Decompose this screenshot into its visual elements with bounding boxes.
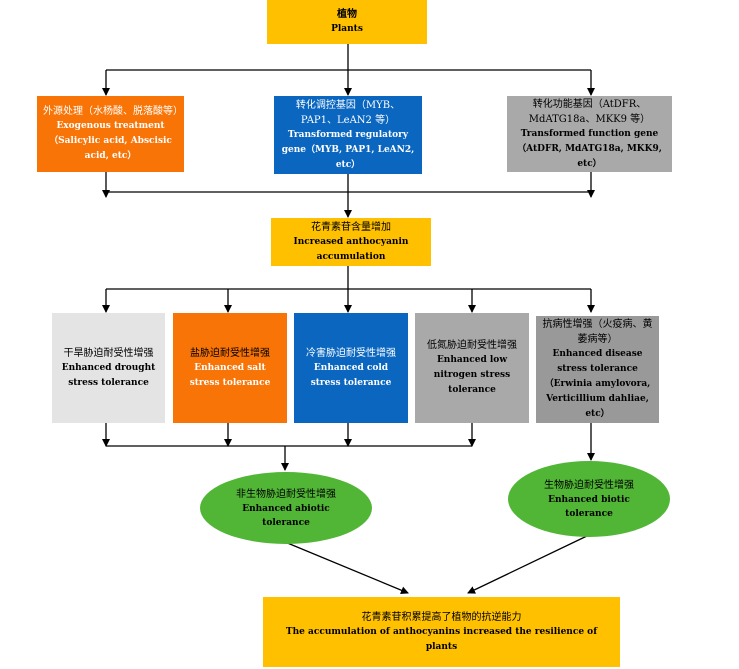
cold-en: Enhanced cold stress tolerance bbox=[310, 362, 392, 388]
final-en: The accumulation of anthocyanins increas… bbox=[285, 626, 598, 652]
cold-tolerance-box: 冷害胁迫耐受性增强 Enhanced cold stress tolerance bbox=[294, 313, 408, 423]
exogenous-zh: 外源处理（水杨酸、脱落酸等） bbox=[43, 106, 183, 117]
disease-en: Enhanced disease stress tolerance（Erwini… bbox=[544, 349, 651, 419]
anthocyanin-box: 花青素苷含量增加 Increased anthocyanin accumulat… bbox=[271, 218, 431, 266]
function-en: Transformed function gene（AtDFR, MdATG18… bbox=[517, 128, 662, 169]
low-nitrogen-tolerance-box: 低氮胁迫耐受性增强 Enhanced low nitrogen stress t… bbox=[415, 313, 529, 423]
final-zh: 花青素苷积累提高了植物的抗逆能力 bbox=[361, 611, 522, 623]
biotic-tolerance-ellipse: 生物胁迫耐受性增强 Enhanced biotic tolerance bbox=[508, 461, 670, 537]
function-gene-box: 转化功能基因（AtDFR、MdATG18a、MKK9 等） Transforme… bbox=[507, 96, 672, 172]
anthocyanin-zh: 花青素苷含量增加 bbox=[311, 221, 391, 233]
exogenous-en: Exogenous treatment（Salicylic acid, Absc… bbox=[49, 121, 172, 161]
final-resilience-box: 花青素苷积累提高了植物的抗逆能力 The accumulation of ant… bbox=[263, 597, 620, 667]
abiotic-en: Enhanced abiotic tolerance bbox=[242, 503, 330, 528]
exogenous-treatment-box: 外源处理（水杨酸、脱落酸等） Exogenous treatment（Salic… bbox=[37, 96, 184, 172]
salt-tolerance-box: 盐胁迫耐受性增强 Enhanced salt stress tolerance bbox=[173, 313, 287, 423]
biotic-zh: 生物胁迫耐受性增强 bbox=[544, 479, 634, 491]
regulatory-zh: 转化调控基因（MYB、PAP1、LeAN2 等） bbox=[295, 99, 401, 126]
plants-en: Plants bbox=[331, 24, 363, 34]
drought-en: Enhanced drought stress tolerance bbox=[61, 362, 156, 388]
regulatory-en: Transformed regulatory gene（MYB, PAP1, L… bbox=[281, 129, 415, 170]
abiotic-zh: 非生物胁迫耐受性增强 bbox=[236, 488, 336, 500]
plants-zh: 植物 bbox=[337, 9, 357, 20]
disease-tolerance-box: 抗病性增强（火疫病、黄萎病等） Enhanced disease stress … bbox=[536, 316, 659, 423]
drought-tolerance-box: 干旱胁迫耐受性增强 Enhanced drought stress tolera… bbox=[52, 313, 165, 423]
nitrogen-zh: 低氮胁迫耐受性增强 bbox=[427, 340, 517, 351]
disease-zh: 抗病性增强（火疫病、黄萎病等） bbox=[542, 319, 653, 345]
drought-zh: 干旱胁迫耐受性增强 bbox=[63, 347, 154, 359]
abiotic-tolerance-ellipse: 非生物胁迫耐受性增强 Enhanced abiotic tolerance bbox=[200, 472, 372, 544]
salt-en: Enhanced salt stress tolerance bbox=[189, 362, 271, 388]
biotic-en: Enhanced biotic tolerance bbox=[548, 494, 630, 519]
plants-box: 植物 Plants bbox=[267, 0, 427, 44]
cold-zh: 冷害胁迫耐受性增强 bbox=[306, 347, 396, 359]
regulatory-gene-box: 转化调控基因（MYB、PAP1、LeAN2 等） Transformed reg… bbox=[274, 96, 422, 174]
anthocyanin-en: Increased anthocyanin accumulation bbox=[293, 236, 409, 262]
salt-zh: 盐胁迫耐受性增强 bbox=[190, 347, 270, 359]
function-zh: 转化功能基因（AtDFR、MdATG18a、MKK9 等） bbox=[528, 98, 651, 125]
nitrogen-en: Enhanced low nitrogen stress tolerance bbox=[433, 355, 511, 395]
